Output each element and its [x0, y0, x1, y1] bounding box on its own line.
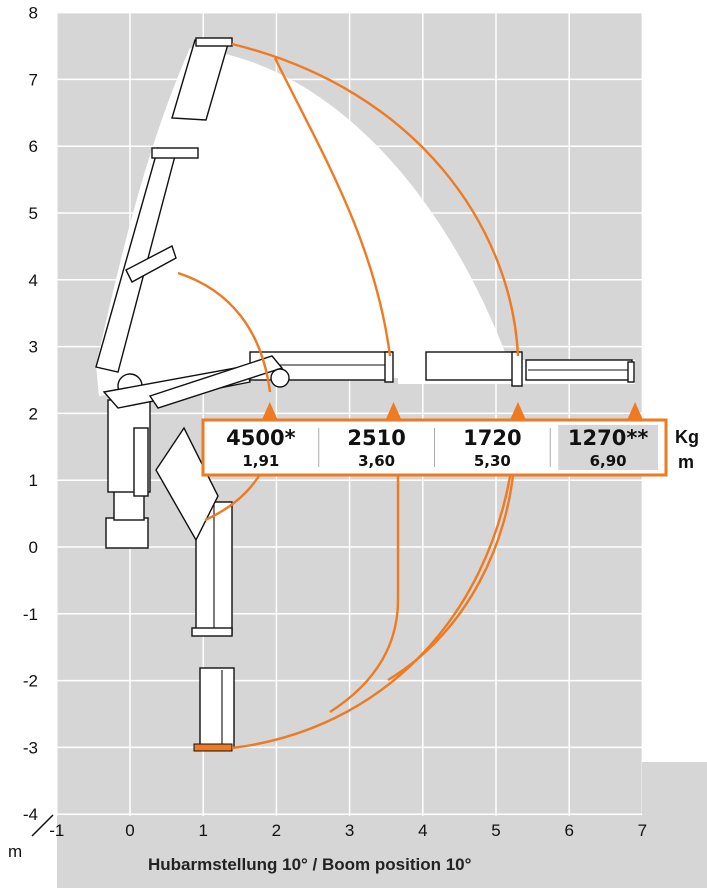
y-tick-label: 4 [29, 271, 38, 290]
y-tick-label: -1 [23, 605, 38, 624]
arc-inner [273, 57, 392, 357]
x-tick-label: 2 [272, 821, 281, 840]
arc-outer [231, 42, 520, 357]
x-tick-label: 7 [638, 821, 647, 840]
y-axis-ticks: -4 -3 -2 -1 0 1 2 3 4 5 6 7 8 [23, 4, 38, 825]
x-tick-label: 0 [125, 821, 134, 840]
x-axis-ticks: -1 0 1 2 3 4 5 6 7 [49, 821, 647, 840]
capacity-reach: 5,30 [474, 452, 511, 470]
lower-boom-extension [199, 667, 235, 749]
x-tick-label: 1 [198, 821, 207, 840]
x-tick-label: -1 [49, 821, 64, 840]
arc-first [177, 271, 272, 393]
y-tick-label: 1 [29, 471, 38, 490]
y-tick-label: 5 [29, 204, 38, 223]
reach-marker [385, 402, 402, 420]
crane-drawing [95, 37, 635, 752]
x-tick-label: 4 [418, 821, 427, 840]
x-tick-label: 3 [345, 821, 354, 840]
telescopic-boom-2 [425, 351, 519, 381]
y-tick-label: -2 [23, 672, 38, 691]
y-tick-label: 6 [29, 137, 38, 156]
capacity-highlight [558, 425, 658, 470]
lifting-arcs [177, 42, 520, 750]
capacity-reach: 3,60 [358, 452, 395, 470]
y-tick-label: 0 [29, 538, 38, 557]
arc-short [329, 470, 400, 714]
capacity-reach: 6,90 [590, 452, 627, 470]
working-envelope [96, 48, 635, 396]
x-tick-label: 5 [491, 821, 500, 840]
capacity-reach: 1,91 [242, 452, 279, 470]
y-tick-label: -4 [23, 805, 38, 824]
x-tick-label: 6 [564, 821, 573, 840]
y-tick-label: -3 [23, 738, 38, 757]
capacity-load: 2510 [347, 426, 405, 450]
capacity-table: 4500* 1,91 2510 3,60 1720 5,30 1270** 6,90 Kg m [201, 402, 699, 477]
reach-marker [261, 402, 278, 420]
reach-marker [627, 402, 644, 420]
capacity-load: 1270** [568, 426, 648, 450]
caption-band [57, 762, 707, 888]
lower-boom-tip [193, 743, 233, 752]
crane-base [105, 517, 149, 549]
load-unit-label: Kg [675, 427, 699, 447]
axis-corner-slash [31, 814, 54, 837]
y-tick-label: 2 [29, 404, 38, 423]
caption: Hubarmstellung 10° / Boom position 10° [148, 855, 472, 874]
y-tick-label: 8 [29, 4, 38, 23]
axis-unit-label: m [8, 842, 22, 861]
y-tick-label: 7 [29, 70, 38, 89]
arc-lower-2 [387, 464, 516, 682]
reach-unit-label: m [678, 452, 694, 472]
y-tick-label: 3 [29, 338, 38, 357]
reach-marker [509, 402, 526, 420]
capacity-load: 1720 [463, 426, 521, 450]
capacity-load: 4500* [226, 426, 295, 450]
